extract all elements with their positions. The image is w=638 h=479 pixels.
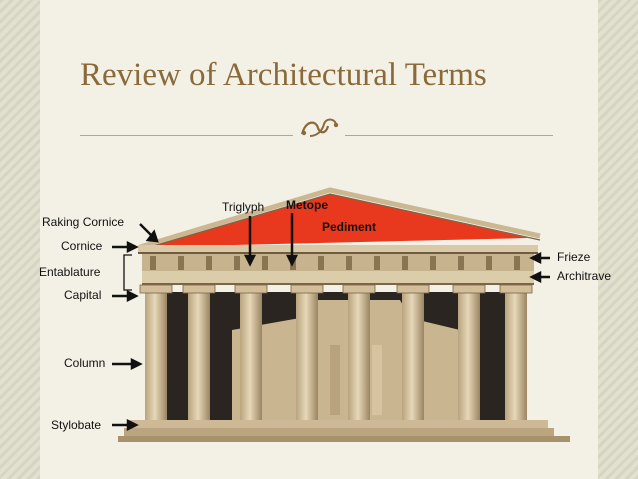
raking-cornice	[139, 187, 541, 250]
pediment-highlight	[150, 194, 528, 247]
capital-row	[139, 284, 533, 294]
slide-title: Review of Architectural Terms	[80, 57, 487, 93]
label-capital: Capital	[64, 288, 102, 302]
label-cornice: Cornice	[61, 239, 103, 253]
label-architrave: Architrave	[557, 269, 612, 283]
label-triglyph: Triglyph	[222, 200, 265, 214]
title-divider-right	[345, 135, 553, 136]
column-row	[145, 292, 527, 420]
label-pediment: Pediment	[322, 220, 377, 234]
label-metope: Metope	[286, 198, 328, 212]
label-entablature: Entablature	[39, 265, 101, 279]
title-divider-left	[80, 135, 293, 136]
cornice	[138, 245, 538, 253]
entablature-bracket	[123, 254, 132, 291]
label-column: Column	[64, 356, 106, 370]
frieze-band	[142, 254, 534, 271]
label-frieze: Frieze	[557, 250, 591, 264]
stylobate	[130, 420, 548, 428]
label-stylobate: Stylobate	[51, 418, 102, 432]
label-pointers	[112, 213, 550, 432]
right-frame-border	[598, 0, 638, 479]
interior-columns	[372, 345, 382, 415]
architrave-band	[142, 271, 534, 284]
left-frame-border	[0, 0, 40, 479]
decorative-scroll-icon	[300, 118, 339, 137]
label-raking-cornice: Raking Cornice	[42, 215, 125, 229]
